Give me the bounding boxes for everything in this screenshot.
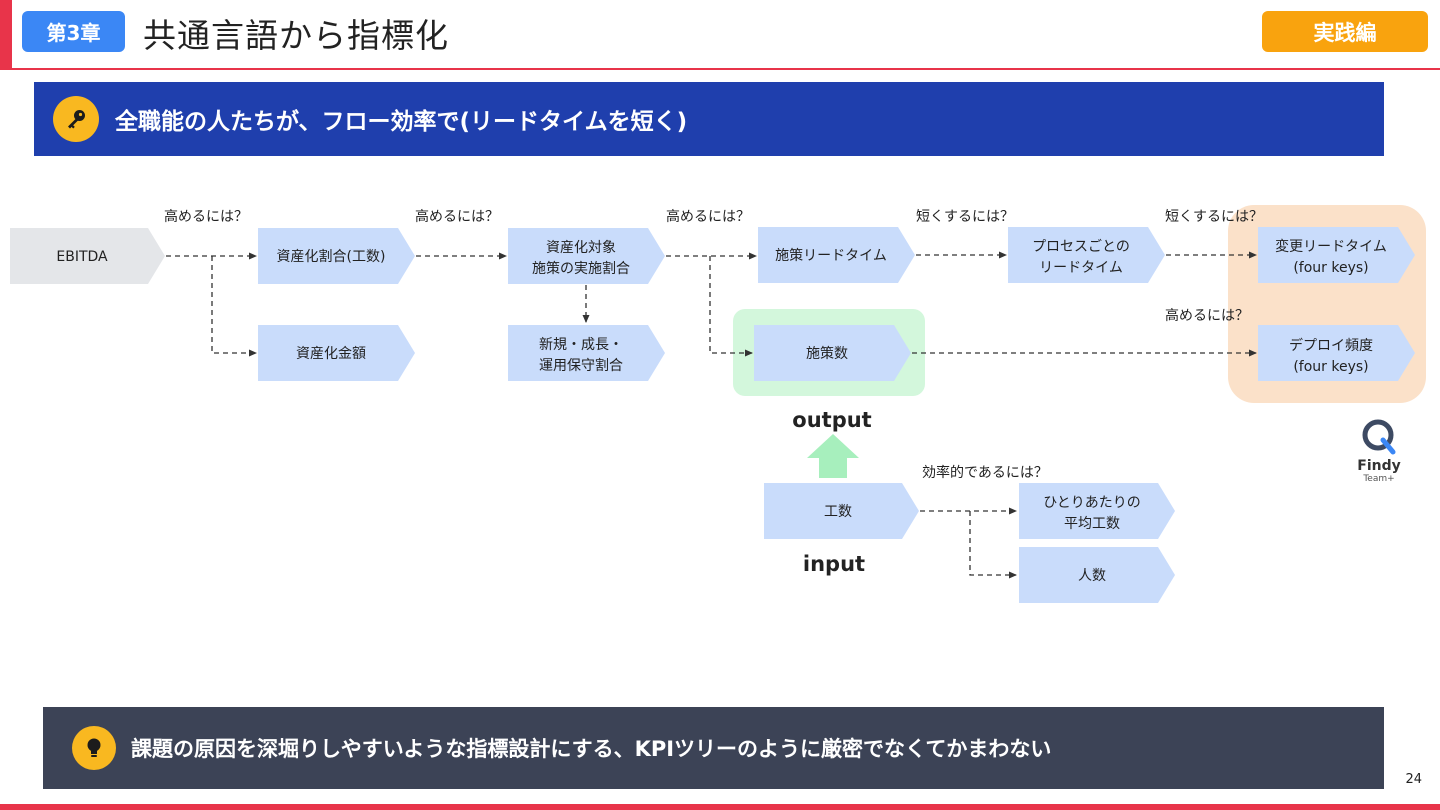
edge-ebitda-capamount: [211, 256, 257, 357]
header-accent-bar: [0, 0, 12, 70]
edge-effort-headcount: [969, 511, 1017, 579]
node-per-person-shape: [1019, 483, 1175, 539]
node-headcount-shape: [1019, 547, 1175, 603]
findy-logo: Findy Team+: [1350, 418, 1408, 484]
node-cap-target-shape: [508, 228, 665, 284]
node-ebitda-shape: [10, 228, 165, 284]
chapter-badge: 第3章: [22, 11, 125, 52]
input-label: input: [803, 552, 865, 576]
node-per-person-label-2: 平均工数: [1064, 516, 1120, 532]
node-ebitda-label: EBITDA: [56, 249, 108, 265]
edge-label-q6: 高めるには？: [1165, 307, 1249, 324]
edge-label-q3: 高めるには？: [666, 208, 750, 225]
output-label: output: [792, 408, 871, 432]
node-process-lt-shape: [1008, 227, 1165, 283]
node-deploy-freq-label-1: デプロイ頻度: [1289, 337, 1373, 354]
node-deploy-freq-shape: [1258, 325, 1415, 381]
diagram-nodes: [10, 227, 1415, 603]
node-cap-amount-shape: [258, 325, 415, 381]
node-new-growth-label-2: 運用保守割合: [539, 357, 623, 374]
node-labels: EBITDA 資産化割合(工数) 資産化金額 資産化対象 施策の実施割合 新規・…: [56, 238, 1386, 584]
node-new-growth-shape: [508, 325, 665, 381]
edges: [166, 251, 1257, 579]
section-badge: 実践編: [1262, 11, 1428, 52]
key-icon: [53, 96, 99, 142]
banner-text: 全職能の人たちが、フロー効率で(リードタイムを短く): [115, 109, 688, 135]
node-cap-amount-label: 資産化金額: [296, 346, 366, 362]
node-new-growth-label-1: 新規・成長・: [539, 337, 623, 353]
node-process-lt-label-2: リードタイム: [1039, 260, 1123, 276]
page-title: 共通言語から指標化: [143, 16, 449, 55]
edge-label-q5: 短くするには？: [1165, 209, 1263, 225]
edge-label-q4: 短くするには？: [916, 209, 1014, 225]
node-initiative-lt-shape: [758, 227, 915, 283]
node-deploy-freq-label-2: (four keys): [1293, 359, 1368, 375]
node-change-lt-shape: [1258, 227, 1415, 283]
node-effort-label: 工数: [824, 504, 852, 520]
output-arrow-icon: [807, 434, 859, 478]
edge-label-q2: 高めるには？: [415, 208, 499, 225]
node-process-lt-label-1: プロセスごとの: [1032, 239, 1130, 255]
edge-label-q1: 高めるには？: [164, 208, 248, 225]
node-change-lt-label-2: (four keys): [1293, 260, 1368, 276]
node-cap-target-label-1: 資産化対象: [546, 240, 616, 256]
node-per-person-label-1: ひとりあたりの: [1043, 495, 1141, 511]
node-initiative-lt-label: 施策リードタイム: [775, 247, 887, 264]
takeaway-text: 課題の原因を深堀りしやすいような指標設計にする、KPIツリーのように厳密でなくて…: [131, 737, 1052, 761]
node-effort-shape: [764, 483, 919, 539]
node-cap-ratio-label: 資産化割合(工数): [277, 248, 386, 265]
findy-logo-icon: [1362, 419, 1396, 455]
findy-logo-sub: Team+: [1363, 474, 1395, 484]
takeaway-banner: 課題の原因を深堀りしやすいような指標設計にする、KPIツリーのように厳密でなくて…: [43, 707, 1384, 789]
node-initiatives-label: 施策数: [806, 345, 848, 362]
header-divider: [0, 68, 1440, 70]
lightbulb-icon: [72, 726, 116, 770]
findy-logo-name: Findy: [1357, 458, 1401, 474]
footer-accent-bar: [0, 804, 1440, 810]
node-change-lt-label-1: 変更リードタイム: [1275, 238, 1387, 255]
key-message-banner: 全職能の人たちが、フロー効率で(リードタイムを短く): [34, 82, 1384, 156]
page-number: 24: [1405, 772, 1422, 787]
node-initiatives-shape: [754, 325, 911, 381]
node-headcount-label: 人数: [1078, 568, 1106, 584]
node-cap-ratio-shape: [258, 228, 415, 284]
node-cap-target-label-2: 施策の実施割合: [532, 260, 630, 277]
edge-label-q7: 効率的であるには？: [922, 464, 1048, 481]
edge-labels: 高めるには？ 高めるには？ 高めるには？ 短くするには？ 短くするには？ 高める…: [164, 208, 1263, 481]
